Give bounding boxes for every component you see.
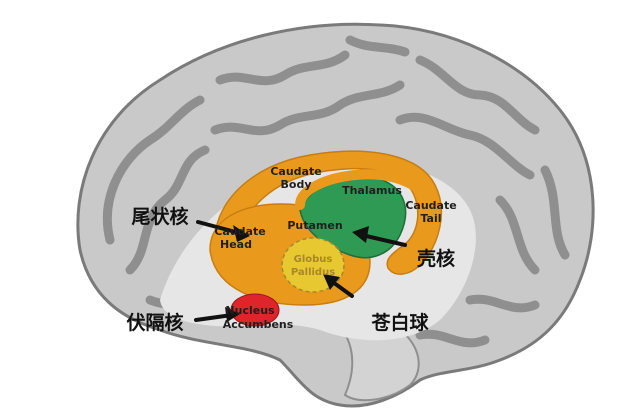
label-caudate-head-1: Caudate bbox=[214, 225, 265, 238]
label-zh-putamen: 壳核 bbox=[416, 247, 455, 270]
pointer-arrows bbox=[194, 220, 407, 322]
arrow-accumbens bbox=[194, 313, 234, 322]
caudate-nucleus bbox=[213, 150, 443, 275]
label-caudate-tail-2: Tail bbox=[420, 212, 441, 225]
label-zh-accumbens: 伏隔核 bbox=[126, 311, 183, 334]
label-zh-globus: 苍白球 bbox=[370, 311, 429, 334]
label-nucleus-1: Nucleus bbox=[225, 304, 275, 317]
label-caudate-body-1: Caudate bbox=[270, 165, 321, 178]
label-globus-1: Globus bbox=[294, 254, 333, 265]
label-thalamus: Thalamus bbox=[342, 184, 402, 197]
arrow-putamen bbox=[360, 233, 407, 247]
label-caudate-tail-1: Caudate bbox=[405, 199, 456, 212]
label-zh-caudate: 尾状核 bbox=[131, 205, 188, 228]
label-nucleus-2: Accumbens bbox=[223, 318, 294, 331]
label-caudate-head-2: Head bbox=[220, 238, 252, 251]
label-putamen: Putamen bbox=[287, 219, 342, 232]
label-caudate-body-2: Body bbox=[281, 178, 312, 191]
label-globus-2: Pallidus bbox=[291, 267, 335, 278]
